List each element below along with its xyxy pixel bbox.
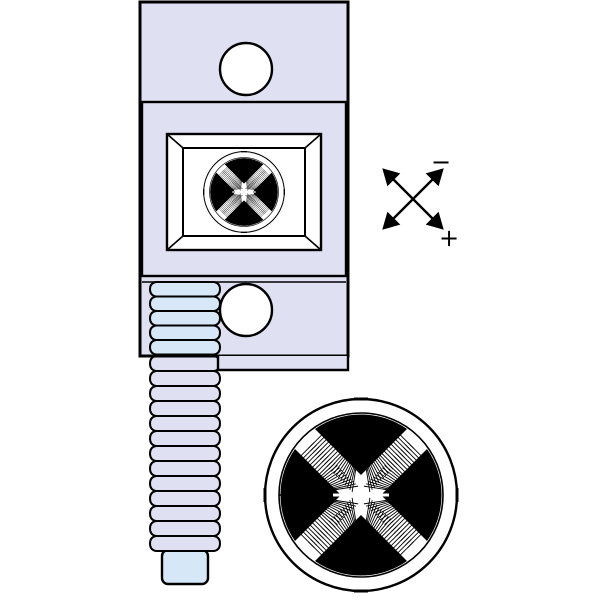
lower-mounting-hole — [218, 282, 274, 338]
minus-label: − — [431, 148, 451, 176]
sensor-body — [138, 0, 350, 372]
gauge-window — [165, 132, 323, 252]
conduit — [148, 355, 222, 586]
strain-direction-arrows-icon — [382, 168, 444, 230]
plus-label: + — [439, 224, 459, 252]
upper-mounting-hole — [218, 41, 274, 97]
large-gauge-rosette-icon — [263, 397, 459, 593]
small-gauge-rosette-icon — [203, 151, 285, 233]
